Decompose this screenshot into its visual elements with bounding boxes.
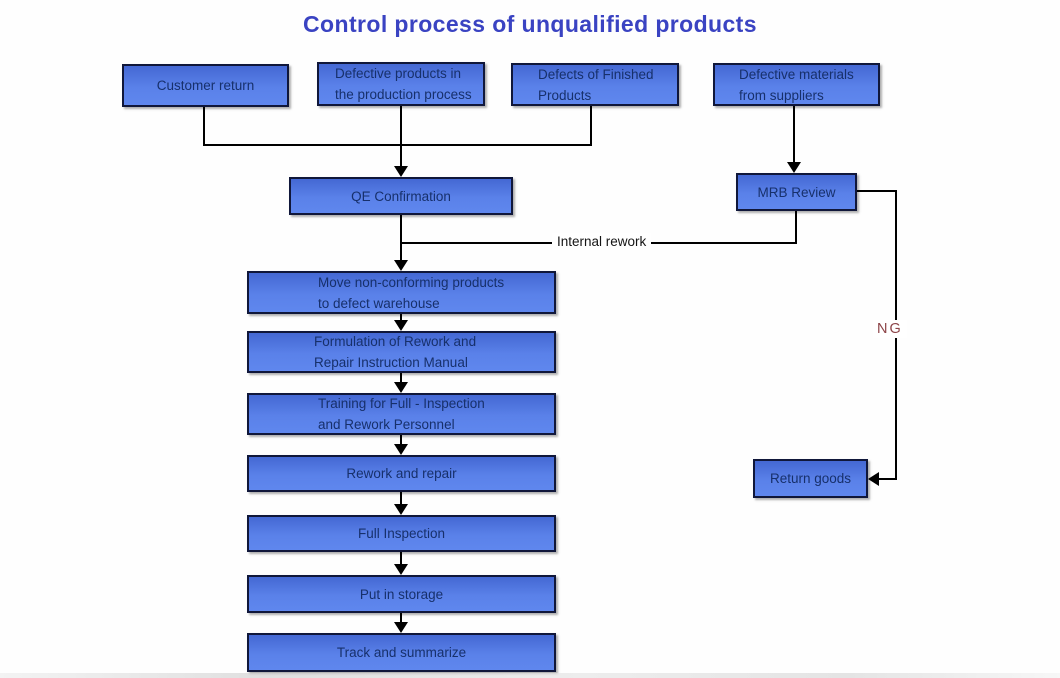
arrowhead-into-qe [394,166,408,177]
node-label-line2: Repair Instruction Manual [314,355,468,370]
node-label-line2: Products [538,87,592,103]
node-track-and-summarize: Track and summarize [247,633,556,672]
node-move-nonconforming: Move non-conforming products to defect w… [247,271,556,314]
node-label-line1: Defective materials [739,66,854,82]
arrowhead-into-return-goods [868,472,879,486]
connector-merge-horizontal [203,144,592,146]
node-label: Return goods [769,471,852,486]
arrowhead-into-track [394,622,408,633]
connector-defects-finished-drop [590,106,592,146]
edge-label-ng: NG [873,320,907,338]
node-qe-confirmation: QE Confirmation [289,177,513,215]
connector-rework-to-inspection [400,492,402,507]
node-label-line2: to defect warehouse [318,295,440,311]
node-label-line2: and Rework Personnel [318,417,455,432]
arrowhead-into-rework [394,444,408,455]
arrowhead-into-inspection [394,504,408,515]
edge-label-internal-rework: Internal rework [552,233,652,250]
connector-qe-to-move [400,215,402,262]
node-label: Put in storage [359,586,444,602]
diagram-title: Control process of unqualified products [303,11,757,37]
connector-storage-to-track [400,613,402,625]
arrowhead-into-mrb [787,162,801,173]
arrowhead-into-formulation [394,320,408,331]
connector-formulation-to-training [400,373,402,385]
node-label: Full Inspection [357,526,446,541]
node-mrb-review: MRB Review [736,173,857,211]
node-label: MRB Review [757,184,836,200]
connector-mrb-right [857,190,897,192]
connector-inspection-to-storage [400,552,402,567]
connector-into-return-goods [877,478,897,480]
connector-to-mrb [793,106,795,164]
node-label: Track and summarize [336,645,467,660]
connector-to-qe [400,106,402,168]
node-put-in-storage: Put in storage [247,575,556,613]
node-formulation-rework-manual: Formulation of Rework and Repair Instruc… [247,331,556,373]
connector-mrb-bottom-drop [795,211,797,244]
node-defects-finished-products: Defects of Finished Products [511,63,679,106]
connector-training-to-rework [400,435,402,447]
node-rework-and-repair: Rework and repair [247,455,556,492]
node-label: QE Confirmation [351,188,451,204]
node-label-line1: Defective products in [335,66,462,81]
node-label: Rework and repair [346,466,457,481]
node-label-line1: Formulation of Rework and [314,334,477,349]
arrowhead-into-move [394,260,408,271]
node-label: Customer return [156,78,255,93]
node-label-line2: from suppliers [739,87,824,103]
node-label-line2: the production process [335,87,472,102]
node-full-inspection: Full Inspection [247,515,556,552]
node-defective-materials-suppliers: Defective materials from suppliers [713,63,880,106]
bottom-edge-artifact [0,673,1060,678]
node-label-line1: Training for Full - Inspection [318,396,485,411]
connector-move-to-formulation [400,314,402,323]
arrowhead-into-training [394,382,408,393]
node-training-personnel: Training for Full - Inspection and Rewor… [247,393,556,435]
arrowhead-into-storage [394,564,408,575]
node-defective-products-production: Defective products in the production pro… [317,62,485,106]
node-return-goods: Return goods [753,459,868,498]
connector-customer-return-drop [203,107,205,146]
node-label-line1: Move non-conforming products [318,274,505,290]
node-customer-return: Customer return [122,64,289,107]
node-label-line1: Defects of Finished [538,66,654,82]
